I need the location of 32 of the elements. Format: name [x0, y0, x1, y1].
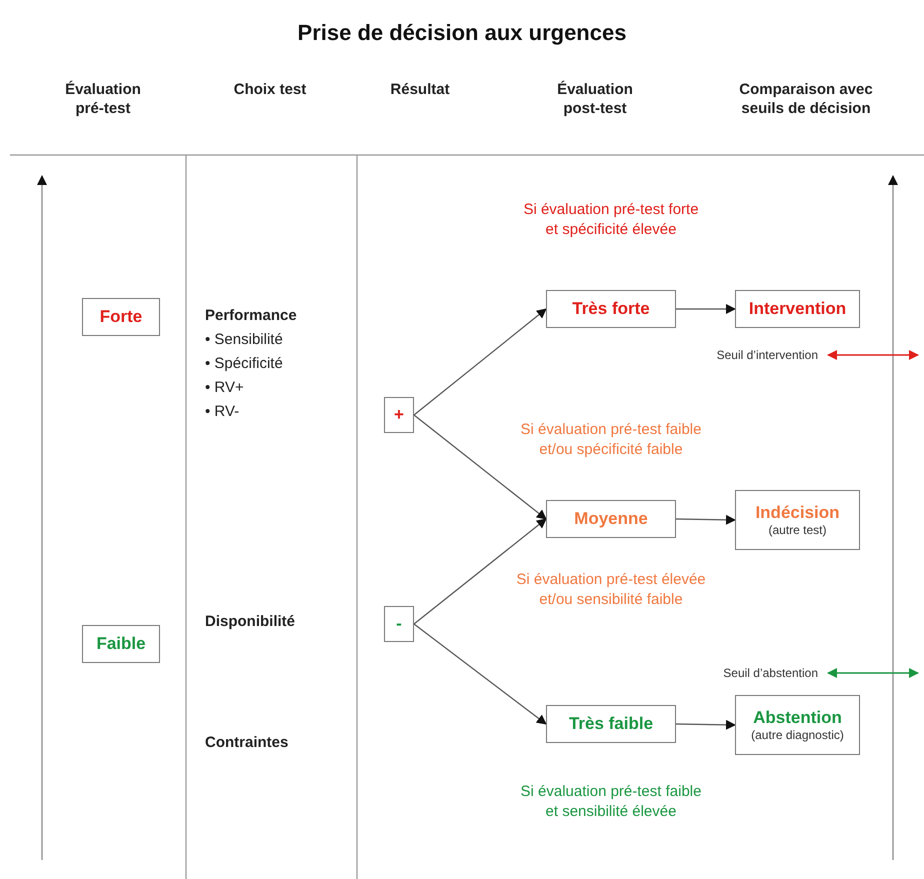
label-text: Contraintes: [205, 734, 288, 751]
box: +: [384, 397, 414, 433]
column-header: Résultat: [390, 81, 450, 98]
title: Prise de décision aux urgences: [298, 20, 626, 45]
label-text: • RV-: [205, 403, 240, 420]
label-text: • RV+: [205, 379, 244, 396]
label-text: Disponibilité: [205, 613, 295, 630]
box: Très forte: [546, 290, 676, 328]
threshold-label: Seuil d’abstention: [723, 666, 818, 680]
arrow: [676, 514, 736, 525]
box: Indécision (autre test): [735, 490, 860, 550]
arrow: [676, 720, 736, 730]
box: Moyenne: [546, 500, 676, 538]
label-text: Performance: [205, 307, 297, 324]
arrow: [414, 518, 547, 624]
arrow: [676, 304, 736, 314]
box: Faible: [82, 625, 160, 663]
column-header: Comparaison avec seuils de décision: [739, 81, 873, 117]
box: Intervention: [735, 290, 860, 328]
arrow: [414, 624, 547, 725]
box: Abstention (autre diagnostic): [735, 695, 860, 755]
arrow: [414, 414, 547, 520]
box: Forte: [82, 298, 160, 336]
label-text: • Sensibilité: [205, 331, 283, 348]
column-header: Évaluation pré-test: [65, 81, 141, 117]
column-header: Choix test: [234, 81, 306, 98]
threshold-label: Seuil d’intervention: [716, 348, 818, 362]
box: -: [384, 606, 414, 642]
arrow: [414, 308, 547, 416]
box: Très faible: [546, 705, 676, 743]
label-text: • Spécificité: [205, 355, 283, 372]
column-header: Évaluation post-test: [557, 81, 633, 117]
